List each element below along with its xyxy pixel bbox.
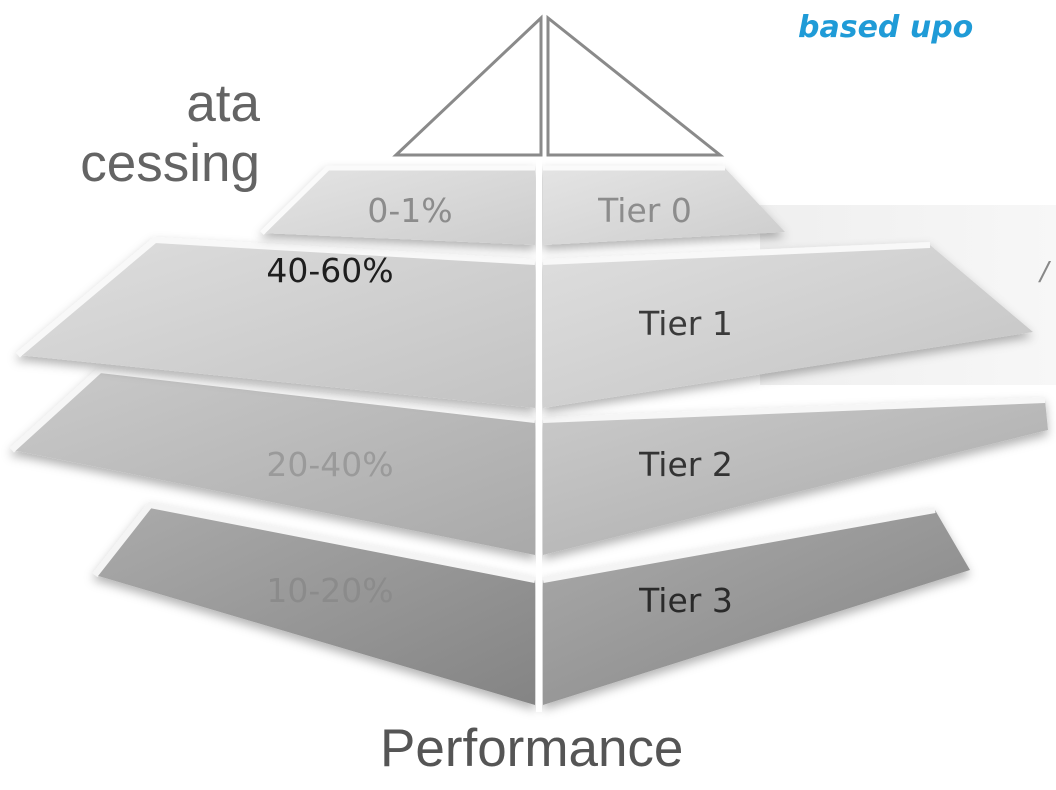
tier-2-percent: 20-40% — [266, 445, 393, 484]
tier-1-layer — [16, 236, 1033, 408]
tier-3-name: Tier 3 — [638, 581, 733, 620]
apex-triangle — [392, 14, 725, 157]
tier-0-layer — [260, 165, 785, 245]
tier-0-percent: 0-1% — [367, 191, 452, 230]
tier-2-name: Tier 2 — [638, 445, 733, 484]
tier-1-name: Tier 1 — [638, 304, 733, 343]
left-caption-line-1: ata — [186, 74, 260, 133]
tier-0-name: Tier 0 — [597, 191, 692, 230]
top-right-caption: based upo — [798, 10, 974, 45]
tier-2-layer — [9, 366, 1048, 555]
tier-3-layer — [92, 501, 970, 705]
left-caption: ata cessing — [0, 74, 260, 194]
left-caption-line-2: cessing — [80, 134, 260, 193]
tier-3-percent: 10-20% — [266, 571, 393, 610]
tier-1-percent: 40-60% — [266, 251, 393, 290]
panel-glyph: / — [1038, 257, 1052, 287]
bottom-caption: Performance — [380, 719, 684, 778]
